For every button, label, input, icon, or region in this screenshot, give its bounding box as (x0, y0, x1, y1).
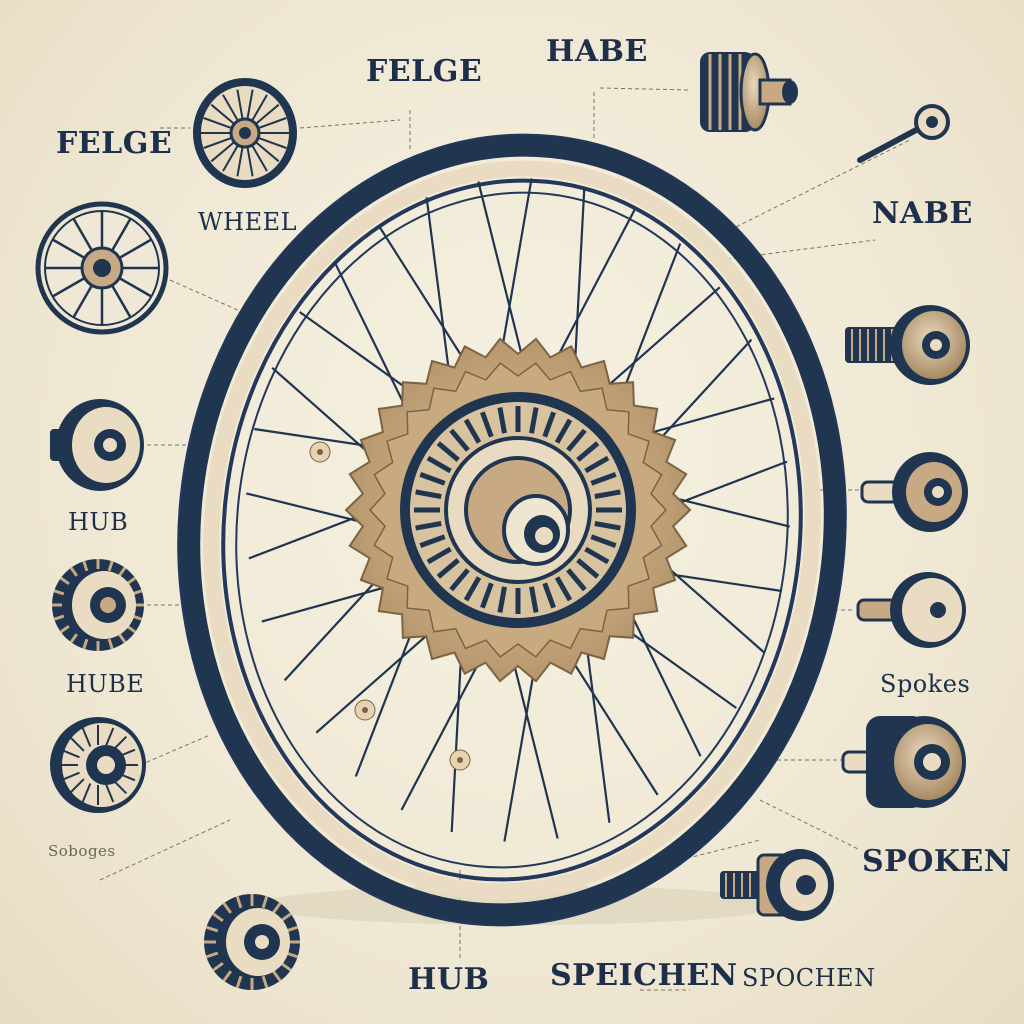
part-axle-right-3 (856, 572, 966, 648)
part-hub-left-3 (50, 717, 146, 813)
label-sobooges: Soboges (48, 842, 116, 860)
part-hub-right-4 (841, 716, 966, 808)
part-knob-bottom-left (204, 894, 300, 990)
part-hube-left-2 (52, 559, 144, 651)
label-hub-left: HUB (68, 508, 129, 536)
label-habe-top: HABE (546, 34, 648, 69)
label-wheel: WHEEL (198, 208, 298, 236)
part-small-wheel-top (193, 78, 297, 188)
part-pin-top-right (857, 104, 950, 163)
part-axle-right-1 (845, 305, 970, 385)
tire (177, 133, 847, 927)
label-felge-left: FELGE (56, 126, 173, 161)
label-hub-bottom: HUB (408, 962, 490, 997)
part-axle-right-2 (860, 452, 968, 532)
part-spoked-wheel-left (35, 201, 169, 335)
label-speichen: SPEICHEN (550, 958, 738, 993)
part-knob-bottom-right (720, 849, 834, 921)
label-hube: HUBE (66, 670, 145, 698)
part-hub-left-1 (50, 399, 144, 491)
main-wheel (177, 133, 847, 927)
label-nabe: NABE (872, 196, 973, 231)
part-hub-top-right (700, 52, 798, 132)
label-spokes: Spokes (880, 670, 971, 698)
label-spoken: SPOKEN (862, 844, 1012, 879)
label-spochen: SPOCHEN (742, 964, 876, 992)
sprocket (344, 337, 692, 683)
label-felge-top: FELGE (366, 54, 483, 89)
